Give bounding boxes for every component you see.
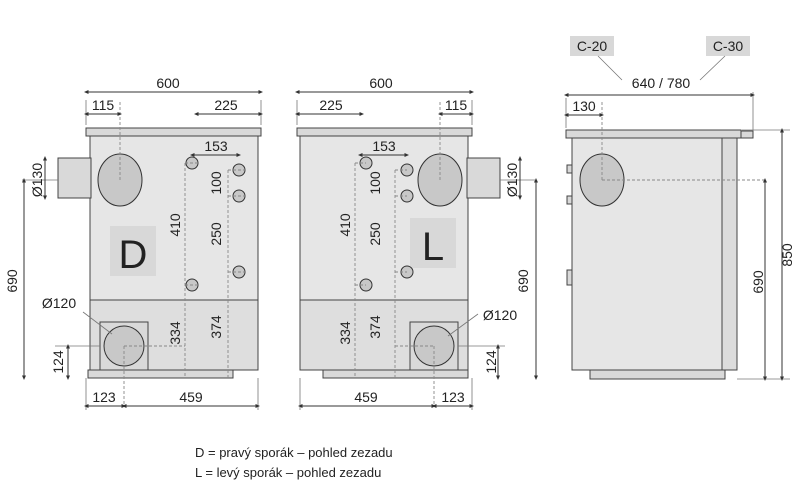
- dimension-label: Ø130: [29, 163, 45, 197]
- dimension-label: Ø130: [504, 163, 520, 197]
- dimension-label: 115: [445, 97, 468, 113]
- dimension-label: 690: [515, 269, 531, 293]
- dimension-label: 374: [208, 315, 224, 339]
- side-handle: [740, 130, 754, 139]
- dimension-label: Ø120: [42, 295, 76, 311]
- dimension-label: 100: [367, 171, 383, 195]
- view-l: L 600 225 115 153 100 410 250 334 374 Ø: [295, 75, 538, 410]
- label-box-d: [110, 226, 156, 276]
- legend-line-l: L = levý sporák – pohled zezadu: [195, 465, 382, 480]
- view-letter-d: D: [119, 233, 148, 277]
- dimension-label: 250: [208, 222, 224, 246]
- dimension-label: C-30: [713, 38, 744, 54]
- side-body-rear: [721, 137, 738, 371]
- tag-c20: [570, 36, 614, 56]
- dimension-label: 225: [319, 97, 343, 113]
- dimension-label: 124: [50, 350, 66, 374]
- dimension-label: 690: [4, 269, 20, 293]
- dimension-label: 100: [208, 171, 224, 195]
- dimension-label: 459: [354, 389, 378, 405]
- dimension-label: 334: [337, 321, 353, 345]
- dimension-label: 123: [441, 389, 465, 405]
- legend-line-d: D = pravý sporák – pohled zezadu: [195, 445, 393, 460]
- dimension-label: C-20: [577, 38, 608, 54]
- dimension-label: 153: [372, 138, 396, 154]
- dimension-label: 850: [779, 243, 795, 267]
- base-l: [322, 369, 469, 379]
- side-base: [589, 369, 726, 380]
- dimension-label: 690: [750, 270, 766, 294]
- dimension-label: 640 / 780: [632, 75, 691, 91]
- dimension-label: 410: [337, 213, 353, 237]
- dimension-label: 600: [156, 75, 180, 91]
- dimension-label: 374: [367, 315, 383, 339]
- dimension-label: Ø120: [483, 307, 517, 323]
- view-d: D 600 115 225 153 100 410 250: [4, 75, 263, 410]
- top-plate-l: [296, 127, 473, 137]
- view-letter-l: L: [422, 225, 444, 269]
- dimension-label: 600: [369, 75, 393, 91]
- flue-pipe-l: [466, 157, 501, 199]
- dimension-label: 410: [167, 213, 183, 237]
- dimension-label: 459: [179, 389, 203, 405]
- top-plate-d: [85, 127, 262, 137]
- side-top-plate: [565, 129, 742, 139]
- dimension-label: 225: [214, 97, 238, 113]
- label-box-l: [410, 218, 456, 268]
- base-d: [87, 369, 234, 379]
- dimension-label: 130: [572, 98, 596, 114]
- view-side: C-20 C-30 640 / 780 130 850 690: [564, 36, 795, 381]
- tag-c30: [706, 36, 750, 56]
- dimension-label: 250: [367, 222, 383, 246]
- dimension-label: 115: [92, 97, 115, 113]
- dimension-label: 153: [204, 138, 228, 154]
- flue-pipe-d: [57, 157, 92, 199]
- dimension-label: 334: [167, 321, 183, 345]
- dimension-label: 123: [92, 389, 116, 405]
- dimension-label: 124: [483, 350, 499, 374]
